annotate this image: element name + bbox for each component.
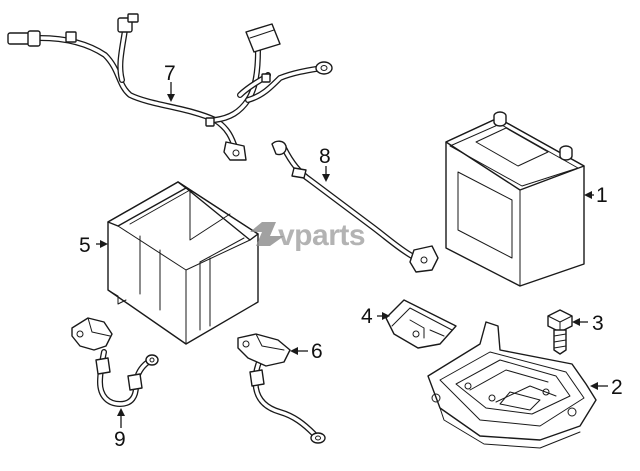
callout-2[interactable]: 2: [611, 376, 623, 399]
callout-5[interactable]: 5: [79, 234, 91, 257]
callout-7[interactable]: 7: [164, 62, 176, 85]
callout-1[interactable]: 1: [596, 184, 608, 207]
callout-9[interactable]: 9: [114, 428, 126, 451]
wiring-harness-7[interactable]: [7, 13, 333, 161]
watermark-text: vparts: [278, 219, 365, 252]
callout-3[interactable]: 3: [592, 312, 604, 335]
hold-down-clamp-4[interactable]: [385, 299, 457, 349]
callout-6[interactable]: 6: [311, 340, 323, 363]
watermark-logo-icon: [250, 222, 284, 246]
negative-cable-9[interactable]: [71, 317, 159, 407]
positive-cable-6[interactable]: [237, 333, 326, 444]
callout-labels: 1 2 3 4 5 6 7 8 9: [79, 62, 623, 451]
battery-tray-2[interactable]: [427, 321, 597, 449]
watermark: vparts: [250, 219, 366, 252]
ground-cable-8[interactable]: [271, 140, 439, 273]
callout-8[interactable]: 8: [319, 145, 331, 168]
battery-box-5[interactable]: [107, 181, 259, 345]
battery-1[interactable]: [445, 111, 585, 287]
callout-leaders: [96, 82, 608, 428]
tray-bolt-3[interactable]: [547, 309, 573, 355]
callout-4[interactable]: 4: [361, 305, 373, 328]
